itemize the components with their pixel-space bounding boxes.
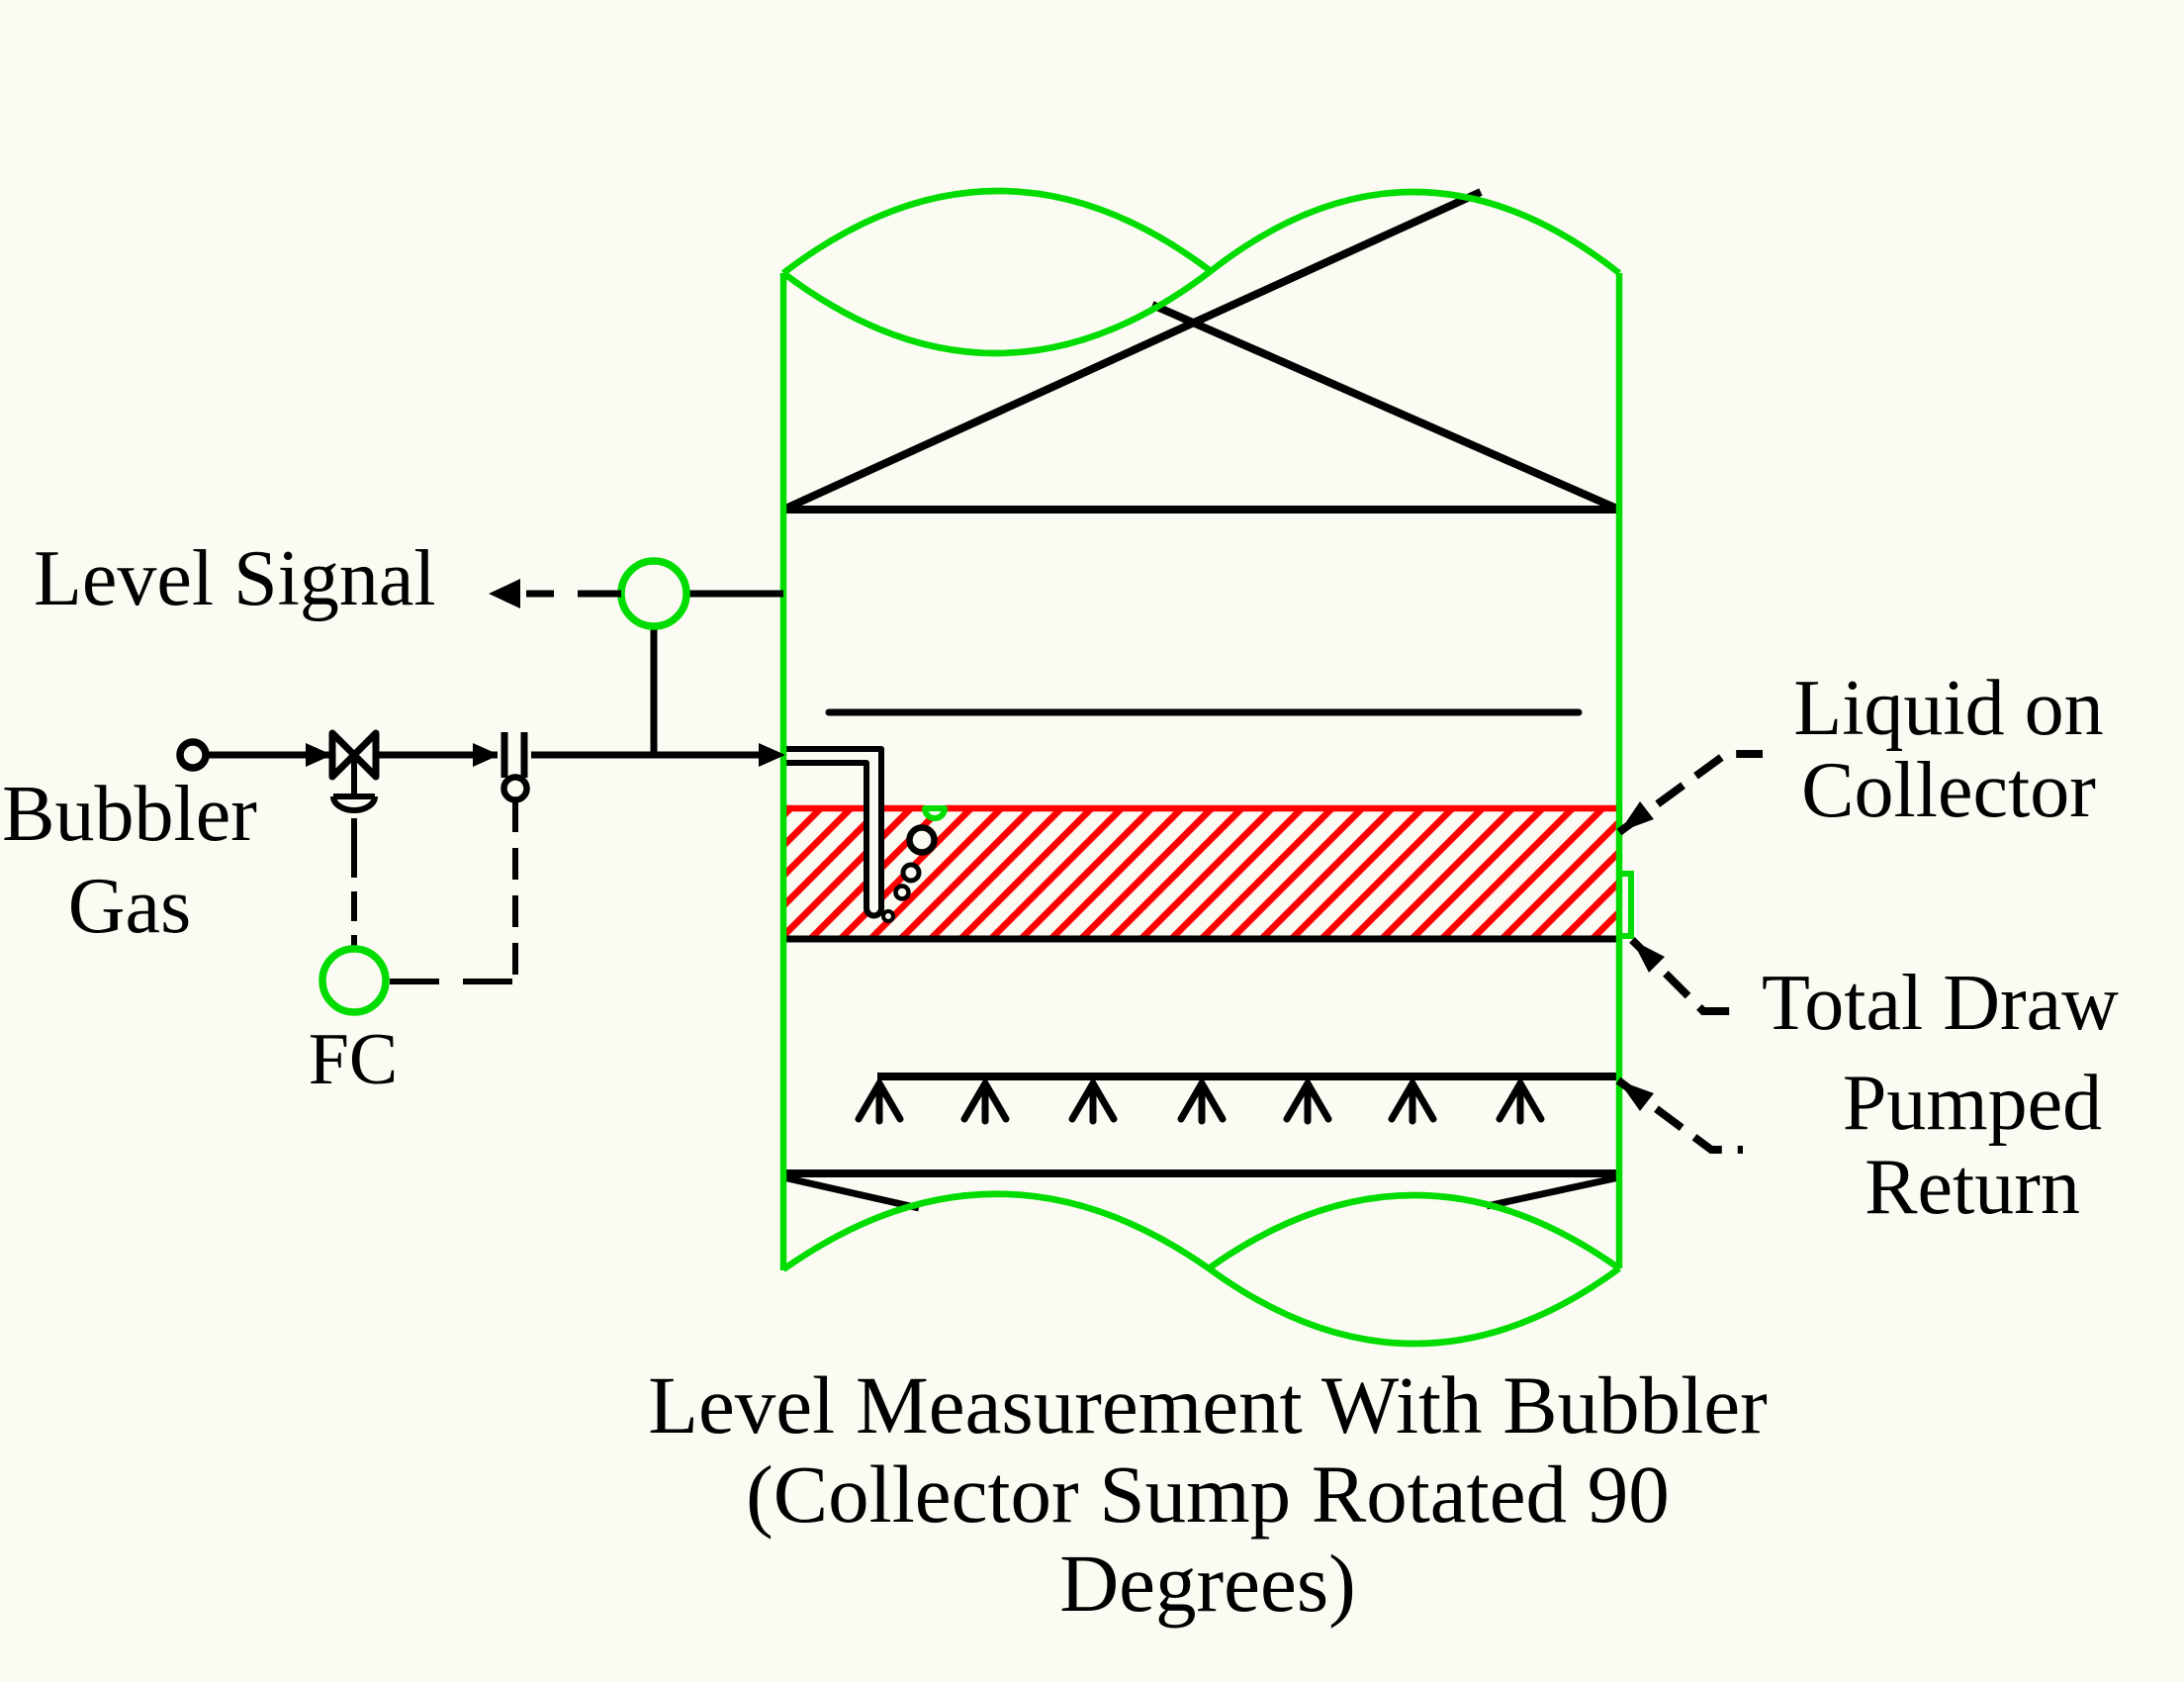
- surface-vent-notch: [922, 805, 948, 821]
- bottom-cone-left: [782, 1173, 920, 1212]
- bottom-break-lower-arc: [1207, 1265, 1621, 1348]
- bubbler-gas-line1: Bubbler: [2, 771, 257, 858]
- bubbler-dip-tube: [780, 746, 938, 923]
- chimney-brace-left: [781, 188, 1483, 514]
- flow-controller-label: FC: [308, 1019, 399, 1100]
- bottom-break-left-arc: [781, 1190, 1211, 1272]
- total-draw-label: Total Draw: [1762, 960, 2119, 1047]
- liquid-on-collector-line1: Liquid on: [1793, 665, 2104, 752]
- pumped-return-label: Pumped Return: [1790, 1062, 2154, 1230]
- diagram-title: Level Measurement With Bubbler (Collecto…: [589, 1360, 1827, 1628]
- bubble-icon: [906, 824, 938, 856]
- pumped-return-line2: Return: [1865, 1144, 2080, 1231]
- liquid-on-collector-label: Liquid on Collector: [1770, 668, 2128, 832]
- top-break-right-arc: [1208, 188, 1622, 276]
- liquid-on-collector-line2: Collector: [1801, 747, 2096, 834]
- chimney-brace-right: [1150, 301, 1621, 514]
- leader-arrowhead-icon: [1632, 940, 1665, 973]
- signal-arrowhead-icon: [489, 579, 520, 608]
- bubble-icon: [900, 862, 922, 884]
- valve-actuator-icon: [330, 794, 378, 813]
- total-draw-leader-line: [1629, 937, 1741, 1015]
- leader-arrowhead-icon: [1618, 1080, 1654, 1111]
- bubbler-gas-line2: Gas: [67, 863, 192, 950]
- top-break-lower-arc: [781, 268, 1213, 357]
- needle-valve-icon: [328, 729, 380, 813]
- level-transmitter-bubble-icon: [617, 557, 690, 630]
- level-instrument: [489, 557, 783, 755]
- bubbler-gas-piping: [176, 729, 785, 1016]
- flow-arrow-icon: [306, 743, 332, 767]
- level-signal-label: Level Signal: [34, 535, 436, 622]
- pumped-return-line1: Pumped: [1842, 1060, 2103, 1147]
- dip-tube: [780, 746, 884, 919]
- leader-arrowhead-icon: [1619, 801, 1654, 832]
- total-draw-nozzle: [1621, 871, 1634, 939]
- gas-supply-port-icon: [176, 738, 210, 772]
- diagram-title-line2: (Collector Sump Rotated 90 Degrees): [746, 1448, 1670, 1629]
- flow-tap-icon: [500, 774, 530, 803]
- bubble-icon: [893, 884, 911, 901]
- bubble-icon: [881, 909, 895, 923]
- bottom-break-upper-arc: [1207, 1191, 1621, 1271]
- column-internals: [781, 188, 1621, 1212]
- annotation-leaders: [1615, 750, 1763, 1154]
- flow-arrow-icon: [759, 743, 785, 767]
- flow-controller-bubble-icon: [318, 945, 390, 1016]
- flow-arrow-icon: [473, 743, 500, 767]
- top-break-upper-arc: [781, 187, 1213, 276]
- bubbler-gas-label: Bubbler Gas: [0, 769, 259, 953]
- vessel-shell: [779, 187, 1634, 1348]
- liquid-leader-line: [1616, 750, 1763, 836]
- diagram-title-line1: Level Measurement With Bubbler: [648, 1359, 1768, 1450]
- bottom-cone-right: [1486, 1173, 1620, 1210]
- flow-element-icon: [498, 732, 531, 803]
- pumped-return-leader-line: [1615, 1076, 1743, 1154]
- spray-arrows-icon: [855, 1076, 1545, 1125]
